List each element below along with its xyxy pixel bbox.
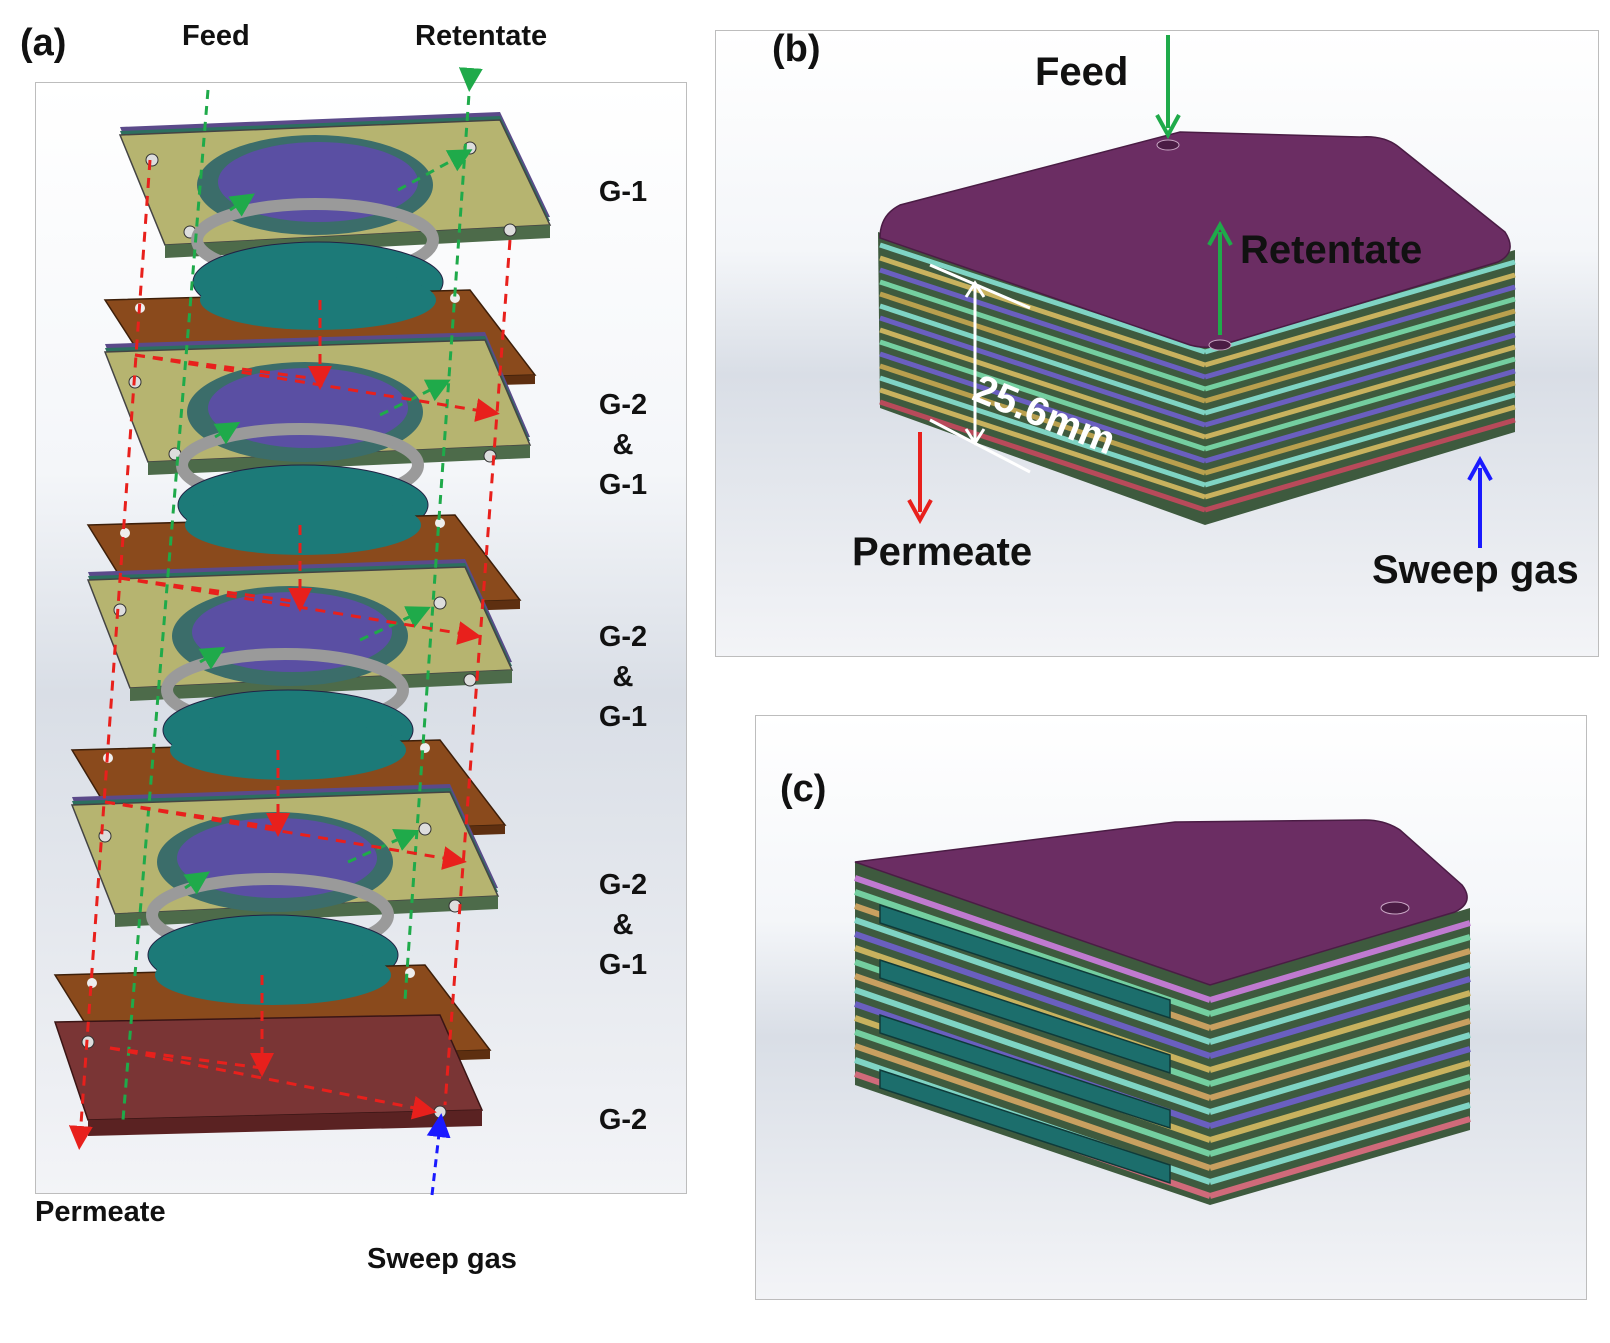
panel-b-sweep-gas-label: Sweep gas — [1372, 548, 1579, 592]
panel-a-tag: (a) — [20, 22, 67, 64]
group-label-5: G-2 — [598, 1104, 648, 1136]
panel-b-tag: (b) — [772, 28, 821, 70]
panel-b-permeate-label: Permeate — [852, 530, 1033, 574]
group-label-3: G-2 & G-1 — [598, 621, 648, 733]
plate-g2-3 — [70, 784, 500, 927]
group-label-1: G-1 — [598, 176, 648, 208]
panel-a-sweep-gas-label: Sweep gas — [367, 1243, 517, 1275]
panel-a-feed-label: Feed — [182, 20, 250, 52]
cutaway-top-plate — [854, 819, 1468, 986]
stack-top-plate — [879, 131, 1511, 348]
feed-port — [1156, 139, 1180, 151]
cutaway-port — [1380, 901, 1410, 915]
permeate-flow-lines — [68, 159, 512, 1150]
panel-b-retentate-label: Retentate — [1240, 228, 1423, 272]
group-label-4: G-2 & G-1 — [598, 869, 648, 981]
panel-c-tag: (c) — [780, 768, 827, 810]
retentate-port — [1208, 339, 1232, 351]
panel-b-arrows — [907, 35, 1493, 548]
panel-a-permeate-label: Permeate — [35, 1196, 166, 1228]
cutaway-front-face — [854, 862, 1211, 1205]
height-dimension-marker — [929, 263, 1031, 474]
cutaway-right-face — [1209, 908, 1471, 1205]
sweep-flow-line — [426, 1113, 451, 1196]
group-label-2: G-2 & G-1 — [598, 389, 648, 501]
panel-b-feed-label: Feed — [1035, 50, 1129, 94]
panel-a-retentate-label: Retentate — [415, 20, 548, 52]
stack-front-face — [878, 232, 1206, 525]
